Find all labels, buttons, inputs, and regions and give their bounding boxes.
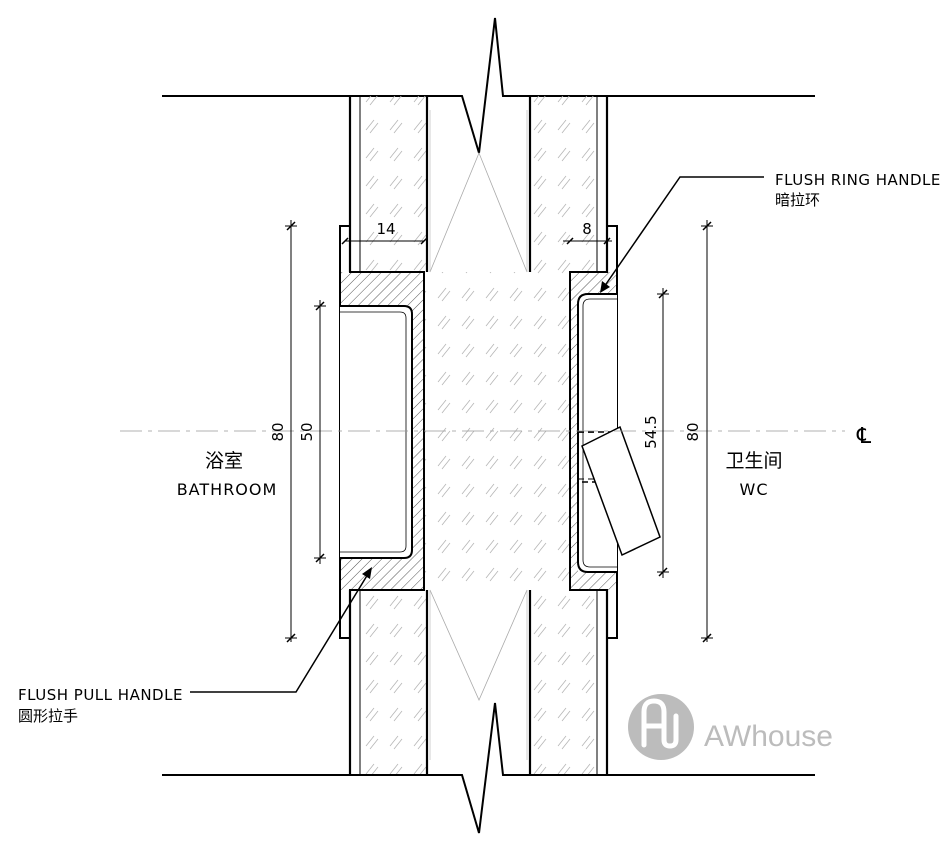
dim-54-5: 54.5 xyxy=(642,415,660,448)
wc-label-cn: 卫生间 xyxy=(725,450,782,472)
top-door-leaf xyxy=(162,17,815,273)
dim-8: 8 xyxy=(582,220,592,238)
dim-14: 14 xyxy=(376,220,395,238)
bottom-door-leaf xyxy=(162,589,815,834)
awhouse-watermark: AWhouse xyxy=(628,694,833,760)
bathroom-label-en: BATHROOM xyxy=(177,480,278,499)
bottom-surface-line xyxy=(162,702,815,834)
dim-50: 50 xyxy=(298,422,316,441)
flush-ring-handle xyxy=(569,225,661,639)
dim-80-left: 80 xyxy=(269,422,287,441)
dim-80-right: 80 xyxy=(684,422,702,441)
dimension-top-left: 14 xyxy=(341,220,428,245)
flush-pull-handle xyxy=(339,225,425,639)
centerline-symbol: ℄ xyxy=(856,424,872,449)
dimension-right-inner: 54.5 xyxy=(642,288,669,578)
dimension-top-right: 8 xyxy=(563,220,612,245)
ring-handle-label-cn: 暗拉环 xyxy=(775,191,820,209)
wc-label: 卫生间 WC xyxy=(725,450,782,499)
pull-handle-label-en: FLUSH PULL HANDLE xyxy=(18,686,183,704)
dimension-right-outer: 80 xyxy=(684,220,713,643)
wc-label-en: WC xyxy=(740,480,769,499)
pull-handle-label-cn: 圆形拉手 xyxy=(18,707,78,725)
dimension-left-inner: 50 xyxy=(298,300,326,564)
bathroom-label: 浴室 BATHROOM xyxy=(177,450,278,499)
dimension-left-outer: 80 xyxy=(269,220,297,643)
center-line: ℄ xyxy=(120,424,872,449)
top-surface-line xyxy=(162,17,815,154)
awhouse-watermark-text: AWhouse xyxy=(704,720,833,753)
pull-handle-callout: FLUSH PULL HANDLE 圆形拉手 xyxy=(18,567,372,725)
ring-handle-label-en: FLUSH RING HANDLE xyxy=(775,171,941,189)
bathroom-label-cn: 浴室 xyxy=(205,450,243,472)
ring-handle-callout: FLUSH RING HANDLE 暗拉环 xyxy=(600,171,941,293)
